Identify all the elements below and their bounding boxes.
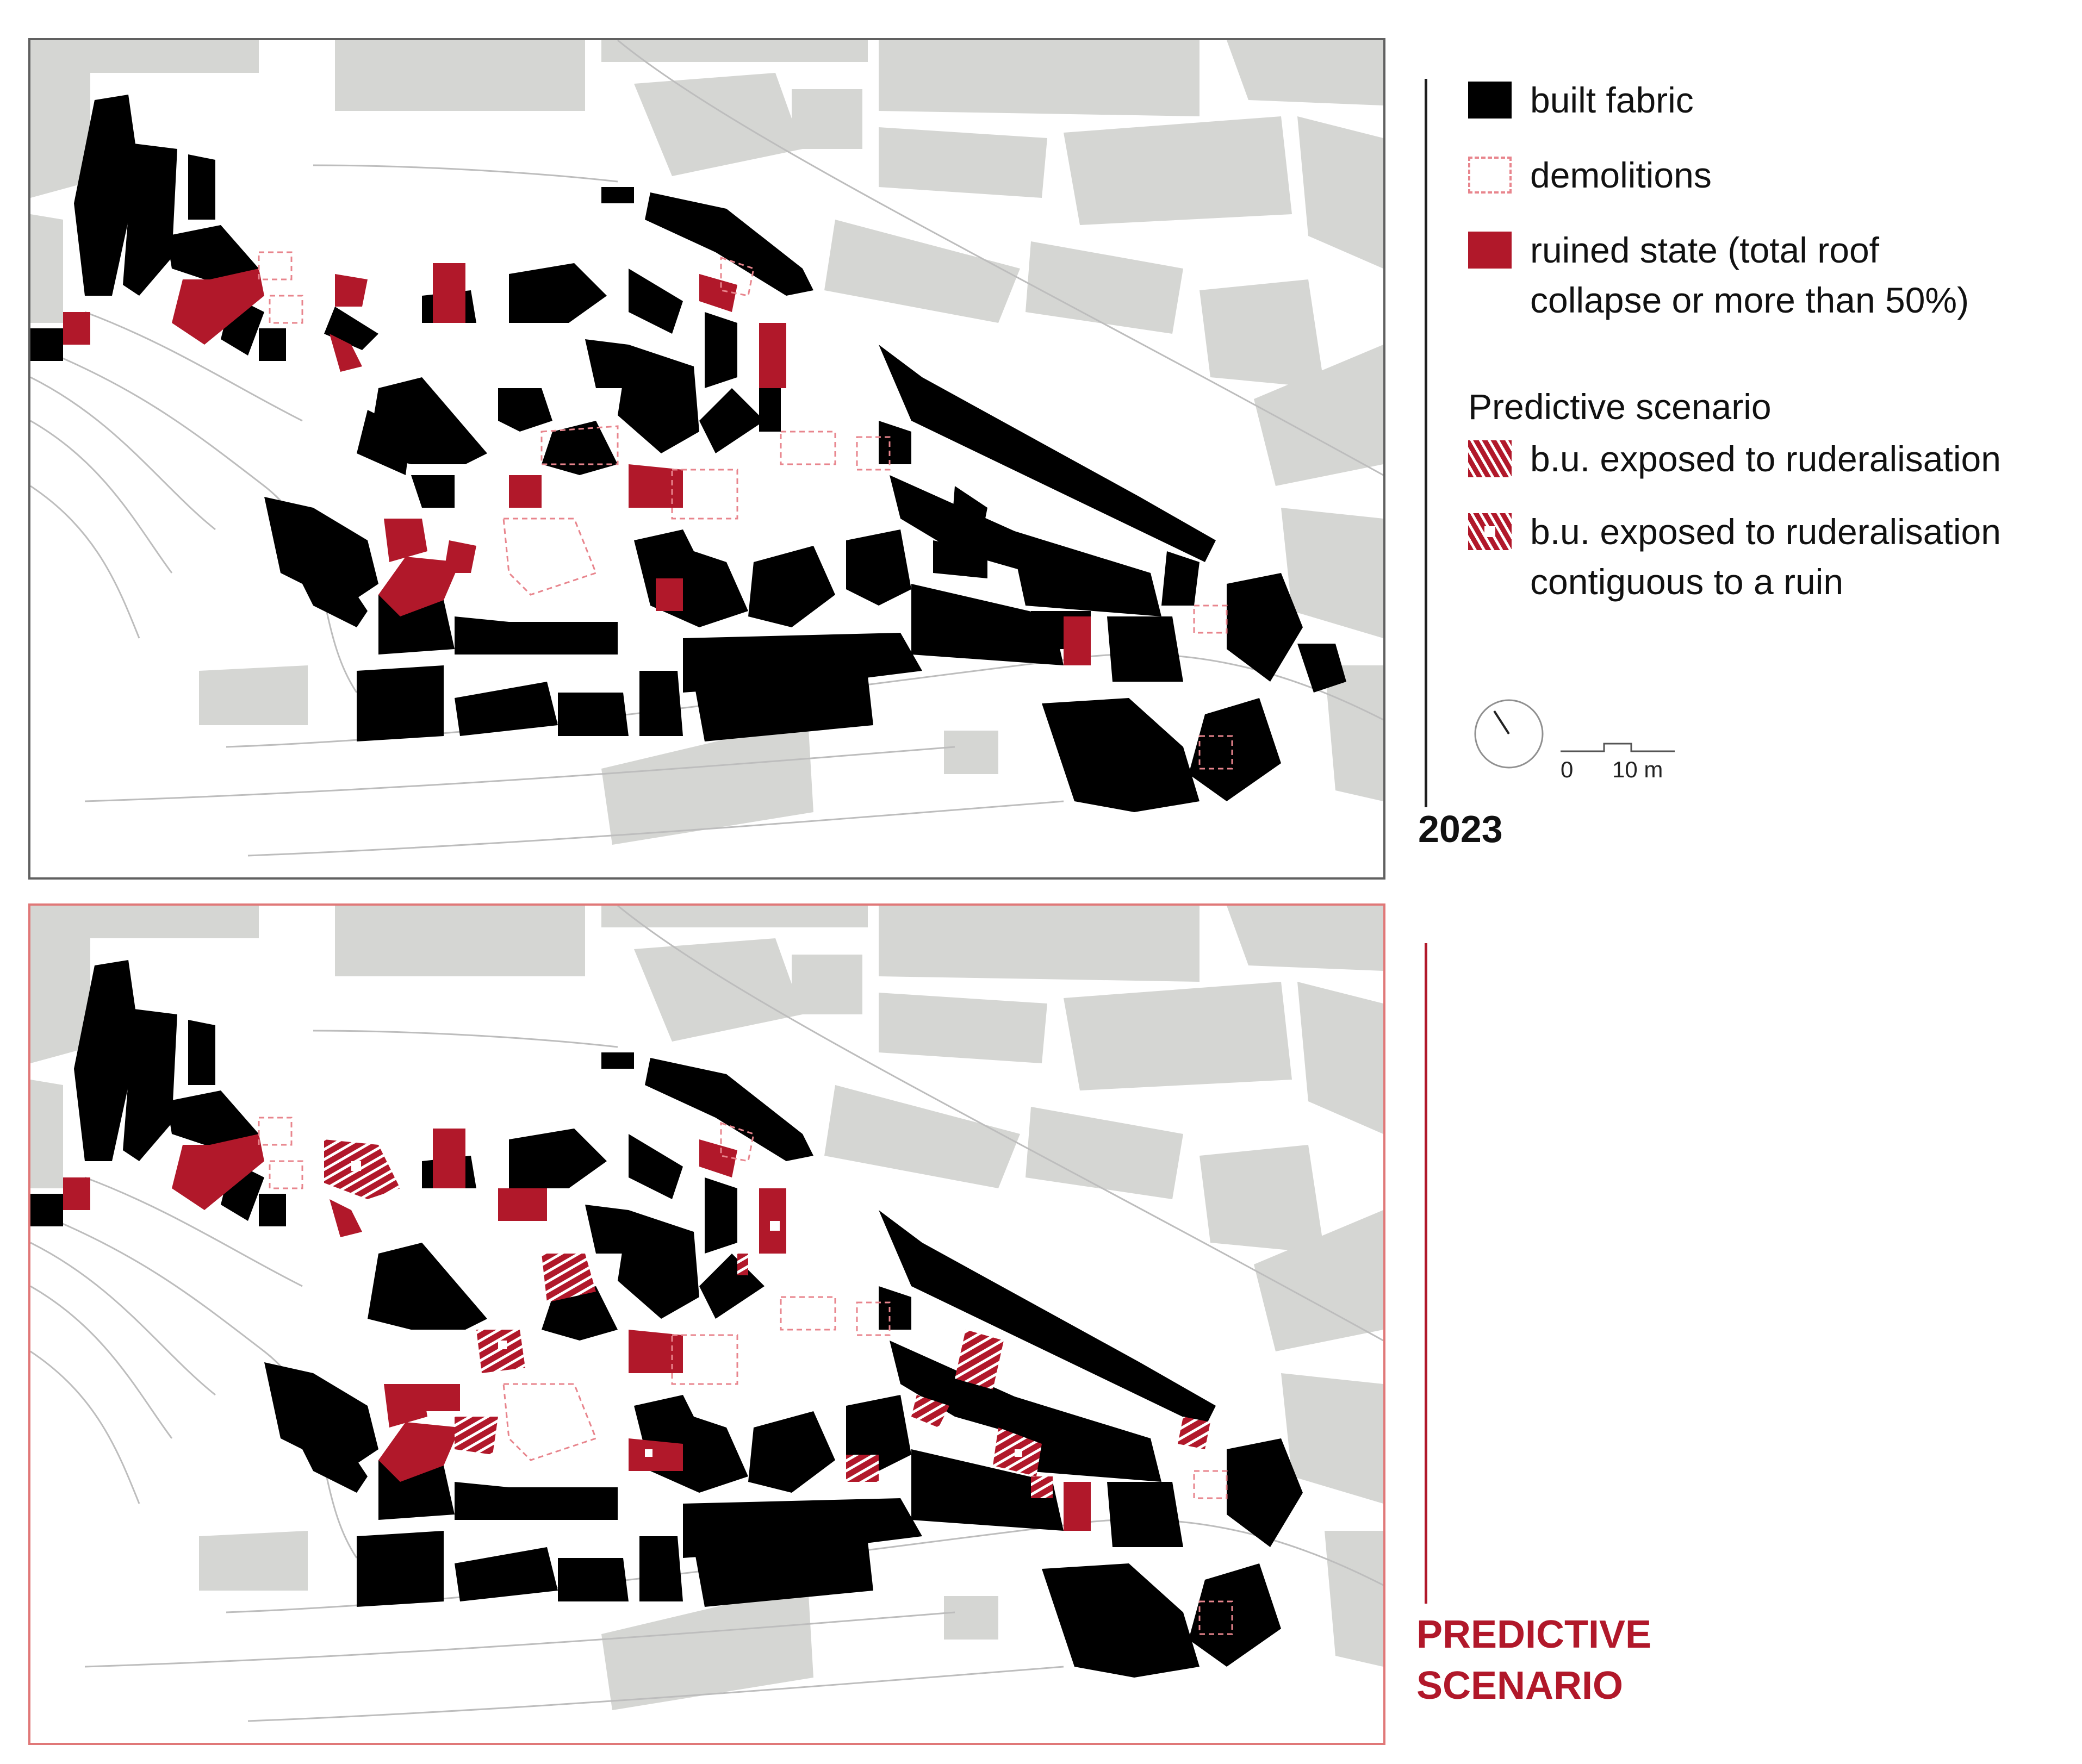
legend-item-ruined: ruined state (total roof collapse or mor… [1468, 230, 1969, 325]
ruderalisation-contiguous [351, 1161, 1022, 1457]
legend-item-ruderalisation: b.u. exposed to ruderalisation [1468, 439, 2001, 484]
demolitions [258, 1117, 1233, 1635]
panel-label-predictive: PREDICTIVE SCENARIO [1416, 1613, 1652, 1707]
map-predictive [28, 903, 1385, 1745]
built-fabric [30, 960, 1303, 1678]
legend-item-demolitions: demolitions [1468, 155, 1712, 200]
ruined-buildings [63, 263, 1091, 665]
legend-rule-predictive [1425, 943, 1427, 1604]
scale-and-north: 0 10 m [1468, 696, 1794, 783]
legend-label: b.u. exposed to ruderalisation contiguou… [1530, 512, 2001, 602]
map-2023-svg [30, 40, 1383, 857]
demolitions-swatch [1468, 157, 1512, 194]
legend-label: demolitions [1530, 155, 1712, 195]
built-fabric [30, 95, 1346, 812]
built-fabric-swatch [1468, 82, 1512, 119]
legend-item-ruderalisation-contiguous: b.u. exposed to ruderalisation contiguou… [1468, 512, 2001, 607]
context-buildings [30, 40, 1383, 845]
legend-label: b.u. exposed to ruderalisation [1530, 439, 2001, 479]
map-predictive-svg [30, 906, 1383, 1722]
scale-svg: 0 10 m [1474, 699, 1675, 782]
legend-label: built fabric [1530, 80, 1694, 120]
north-arrow-icon [1474, 699, 1544, 769]
ruined-buildings [63, 1129, 1091, 1531]
scale-ten-label: 10 m [1612, 757, 1663, 782]
street-lines [30, 40, 1383, 857]
demolitions [258, 251, 1233, 770]
ruined-swatch [1468, 232, 1512, 269]
legend-item-built-fabric: built fabric [1468, 80, 1694, 125]
legend-rule-2023 [1425, 79, 1427, 807]
ruderalisation-contiguous-swatch [1468, 513, 1512, 550]
map-2023 [28, 38, 1385, 880]
panel-label-2023: 2023 [1418, 808, 1503, 850]
ruderalisation-exposed [324, 1139, 1210, 1498]
scale-bar [1561, 743, 1675, 752]
legend-label: ruined state (total roof collapse or mor… [1530, 230, 1969, 320]
ruderalisation-swatch [1468, 440, 1512, 477]
context-buildings [30, 906, 1383, 1710]
predictive-scenario-title: Predictive scenario [1468, 387, 1772, 427]
scale-zero-label: 0 [1561, 757, 1573, 782]
